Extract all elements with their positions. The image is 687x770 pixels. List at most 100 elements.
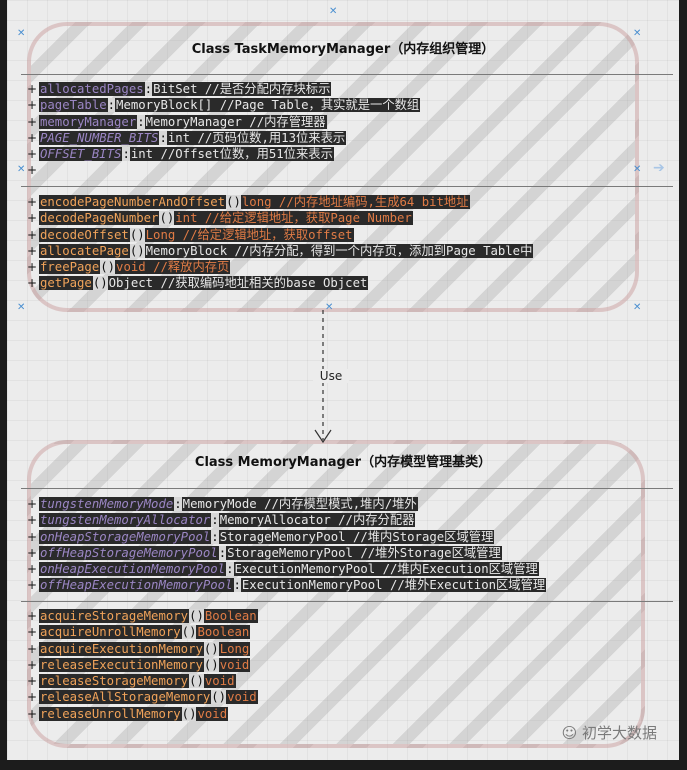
cross-marker-icon: ✕: [17, 164, 26, 175]
class2-separator-top: [21, 488, 673, 489]
method-row[interactable]: +decodePageNumber()int //给定逻辑地址，获取Page N…: [27, 210, 533, 226]
method-row[interactable]: +freePage()void //释放内存页: [27, 259, 533, 275]
field-type: StorageMemoryPool //堆内Storage区域管理: [218, 529, 495, 544]
field-name: onHeapStorageMemoryPool: [39, 529, 212, 544]
class2-fields: +tungstenMemoryMode:MemoryMode //内存模型模式,…: [27, 496, 547, 594]
separator: (): [211, 690, 227, 705]
visibility-marker: +: [27, 562, 38, 577]
cross-marker-icon: ✕: [633, 164, 642, 175]
field-row[interactable]: +tungstenMemoryMode:MemoryMode //内存模型模式,…: [27, 496, 546, 512]
field-row[interactable]: +offHeapStorageMemoryPool:StorageMemoryP…: [27, 545, 546, 561]
visibility-marker: +: [27, 545, 38, 560]
visibility-marker: +: [27, 195, 38, 209]
field-name: pageTable: [39, 98, 108, 113]
separator: (): [92, 276, 108, 291]
cross-marker-icon: ✕: [633, 28, 642, 39]
method-return-type: Boolean: [203, 609, 258, 623]
field-type: ExecutionMemoryPool //堆内Execution区域管理: [233, 562, 539, 577]
separator: (): [226, 195, 241, 209]
visibility-marker: +: [27, 276, 38, 291]
method-row[interactable]: +allocatePage()MemoryBlock //内存分配，得到一个内存…: [27, 243, 534, 259]
arrow-right-icon: ➔: [653, 160, 665, 176]
method-name: releaseAllStorageMemory: [39, 690, 212, 705]
field-type: ExecutionMemoryPool //堆外Execution区域管理: [240, 578, 547, 593]
class1-methods: +encodePageNumberAndOffset()long //内存地址编…: [27, 194, 534, 292]
field-type: MemoryBlock[] //Page Table，其实就是一个数组: [115, 98, 421, 113]
class2-separator-mid: [21, 601, 673, 602]
method-row[interactable]: +releaseAllStorageMemory()void: [27, 689, 258, 705]
method-row[interactable]: +releaseUnrollMemory()void: [27, 706, 258, 722]
method-return-type: Boolean: [196, 625, 251, 640]
method-name: releaseExecutionMemory: [39, 657, 204, 672]
separator: :: [107, 98, 116, 113]
visibility-marker: +: [27, 130, 38, 145]
field-name: PAGE_NUMBER_BITS: [39, 130, 160, 145]
field-row[interactable]: +offHeapExecutionMemoryPool:ExecutionMem…: [27, 577, 547, 593]
field-row[interactable]: +OFFSET_BITS:int //Offset位数，用51位来表示: [27, 146, 420, 162]
visibility-marker: +: [27, 641, 38, 656]
field-name: allocatedPages: [39, 82, 145, 96]
visibility-marker: +: [27, 227, 38, 242]
method-name: acquireStorageMemory: [39, 609, 190, 623]
separator: :: [218, 545, 227, 560]
field-name: OFFSET_BITS: [39, 147, 123, 162]
use-arrow-label: Use: [313, 369, 349, 383]
class2-title[interactable]: Class MemoryManager（内存模型管理基类）: [194, 455, 492, 470]
method-row[interactable]: +releaseExecutionMemory()void: [27, 657, 258, 673]
visibility-marker: +: [27, 147, 38, 162]
watermark: ☺ 初学大数据: [562, 722, 657, 743]
separator: (): [181, 625, 197, 640]
field-row[interactable]: +pageTable:MemoryBlock[] //Page Table，其实…: [27, 97, 421, 113]
separator: (): [203, 657, 219, 672]
field-row[interactable]: +allocatedPages:BitSet //是否分配内存块标示: [27, 81, 420, 97]
visibility-marker: +: [27, 82, 38, 96]
visibility-marker: +: [27, 529, 38, 544]
visibility-marker: +: [27, 211, 38, 226]
separator: (): [203, 641, 219, 656]
field-type: BitSet //是否分配内存块标示: [152, 82, 332, 96]
method-row[interactable]: +getPage()Object //获取编码地址相关的base Objcet: [27, 275, 533, 291]
separator: (): [159, 211, 175, 226]
wechat-icon: ☺: [561, 724, 578, 742]
method-row[interactable]: +acquireStorageMemory()Boolean: [27, 608, 258, 624]
class1-fields: +allocatedPages:BitSet //是否分配内存块标示+pageT…: [27, 81, 421, 179]
field-row[interactable]: +PAGE_NUMBER_BITS:int //页码位数,用13位来表示: [27, 130, 420, 146]
field-row[interactable]: +onHeapStorageMemoryPool:StorageMemoryPo…: [27, 529, 546, 545]
separator: (): [189, 609, 204, 623]
visibility-marker: +: [27, 690, 38, 705]
class1-separator-top: [21, 74, 673, 75]
method-name: acquireUnrollMemory: [39, 625, 182, 640]
empty-row: +: [27, 162, 420, 178]
visibility-marker: +: [27, 609, 38, 623]
method-name: getPage: [39, 276, 93, 291]
separator: :: [211, 513, 219, 528]
separator: (): [189, 674, 204, 689]
method-row[interactable]: +acquireUnrollMemory()Boolean: [27, 624, 258, 640]
separator: (): [129, 227, 145, 242]
separator: :: [211, 529, 219, 544]
visibility-marker: +: [27, 114, 38, 129]
class1-title[interactable]: Class TaskMemoryManager（内存组织管理）: [191, 42, 495, 57]
separator: (): [129, 243, 145, 258]
diagram-frame: ✕ ✕ ✕ ✕ ✕ ✕ ✕ ✕ ➔ Class TaskMemoryManage…: [7, 0, 679, 760]
cross-marker-icon: ✕: [17, 302, 26, 313]
field-row[interactable]: +memoryManager:MemoryManager //内存管理器: [27, 114, 420, 130]
method-name: releaseStorageMemory: [39, 674, 190, 689]
method-name: encodePageNumberAndOffset: [39, 195, 227, 209]
separator: :: [174, 497, 182, 511]
field-type: MemoryManager //内存管理器: [144, 114, 327, 129]
method-row[interactable]: +decodeOffset()Long //给定逻辑地址，获取offset: [27, 227, 533, 243]
method-return-type: MemoryBlock //内存分配，得到一个内存页，添加到Page Table…: [144, 243, 534, 258]
method-return-type: void: [203, 674, 236, 689]
method-row[interactable]: +releaseStorageMemory()void: [27, 673, 258, 689]
field-name: tungstenMemoryAllocator: [39, 513, 212, 528]
method-return-type: void: [196, 706, 229, 721]
method-row[interactable]: +acquireExecutionMemory()Long: [27, 641, 258, 657]
visibility-marker: +: [27, 674, 38, 689]
separator: :: [144, 82, 153, 96]
method-row[interactable]: +encodePageNumberAndOffset()long //内存地址编…: [27, 194, 533, 210]
field-row[interactable]: +onHeapExecutionMemoryPool:ExecutionMemo…: [27, 561, 546, 577]
field-row[interactable]: +tungstenMemoryAllocator:MemoryAllocator…: [27, 512, 546, 528]
method-name: acquireExecutionMemory: [39, 641, 204, 656]
